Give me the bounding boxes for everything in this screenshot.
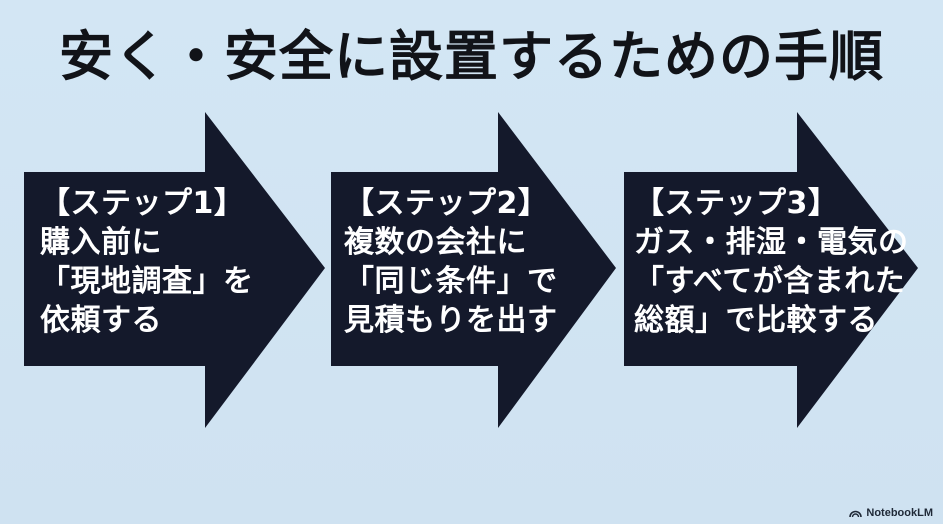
- step-2-heading: 【ステップ2】: [344, 186, 549, 221]
- arrow-step-2: [331, 112, 616, 428]
- step-1-line-1: 購入前に: [40, 225, 162, 260]
- step-3-line-1: ガス・排湿・電気の: [634, 225, 909, 260]
- step-3-line-2: 「すべてが含まれた: [634, 264, 906, 299]
- step-3-line-3: 総額」で比較する: [634, 303, 878, 338]
- notebooklm-watermark: NotebookLM: [849, 507, 933, 519]
- step-1-heading: 【ステップ1】: [40, 186, 245, 221]
- arrow-step-3: [624, 112, 918, 428]
- step-3-heading: 【ステップ3】: [634, 186, 839, 221]
- page-title: 安く・安全に設置するための手順: [59, 25, 884, 88]
- step-3-text: 【ステップ3】 ガス・排湿・電気の 「すべてが含まれた 総額」で比較する: [634, 184, 909, 340]
- arrow-step-1: [24, 112, 325, 428]
- step-1-line-3: 依頼する: [40, 303, 162, 338]
- step-2-line-2: 「同じ条件」で: [344, 264, 558, 299]
- watermark-label: NotebookLM: [866, 507, 933, 519]
- step-1-text: 【ステップ1】 購入前に 「現地調査」を 依頼する: [40, 184, 254, 340]
- notebooklm-logo-icon: [849, 510, 863, 517]
- step-1-line-2: 「現地調査」を: [40, 264, 254, 299]
- step-2-line-1: 複数の会社に: [344, 225, 527, 260]
- step-2-text: 【ステップ2】 複数の会社に 「同じ条件」で 見積もりを出す: [344, 184, 558, 340]
- step-2-line-3: 見積もりを出す: [344, 303, 558, 338]
